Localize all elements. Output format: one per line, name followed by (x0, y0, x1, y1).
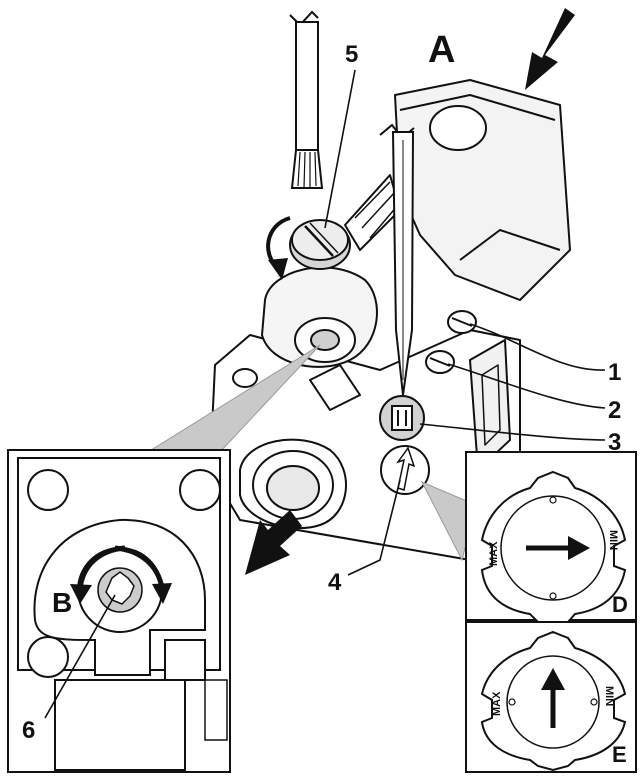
label-1: 1 (608, 359, 621, 386)
gas-outlet-arrow (245, 510, 302, 575)
label-a: A (428, 29, 455, 71)
pressure-probe (379, 123, 415, 396)
rotate-arrow-right-b (114, 545, 165, 589)
detail-panel-d (465, 451, 637, 628)
label-4: 4 (328, 569, 342, 596)
gas-valve-body (209, 79, 571, 561)
adjust-screw-2 (425, 350, 455, 374)
min-max-dial-4 (380, 445, 430, 495)
label-e: E (612, 742, 627, 767)
adjust-screw-1 (447, 310, 477, 334)
callout-3: 3 (419, 423, 621, 456)
screwdriver-tool (289, 10, 324, 189)
rotate-arrowhead-cap (268, 258, 288, 280)
regulator-cap-3 (379, 395, 425, 441)
callout-6: 6 (22, 594, 116, 744)
callout-1: 1 (469, 323, 621, 386)
label-6: 6 (22, 717, 35, 744)
removed-cap-5 (289, 219, 351, 270)
rotate-arrowhead-left-b (70, 584, 92, 604)
detail-panel-e (465, 621, 637, 773)
rotate-arrowhead-right-b (152, 583, 172, 604)
label-2: 2 (608, 397, 621, 424)
label-3: 3 (608, 429, 621, 456)
label-d: D (612, 592, 628, 617)
gas-inlet-arrow (525, 8, 575, 90)
callout-5: 5 (324, 41, 358, 229)
callout-4: 4 (328, 479, 401, 596)
callout-2: 2 (447, 363, 621, 424)
dial-d-max-label: MAX (488, 541, 500, 566)
dial-d-min-label: MIN (607, 530, 619, 550)
label-b: B (52, 587, 72, 618)
dial-e-min-label: MIN (603, 686, 615, 706)
detail-panel-b (7, 449, 231, 773)
dial-e-max-label: MAX (491, 691, 503, 716)
label-5: 5 (345, 41, 358, 68)
